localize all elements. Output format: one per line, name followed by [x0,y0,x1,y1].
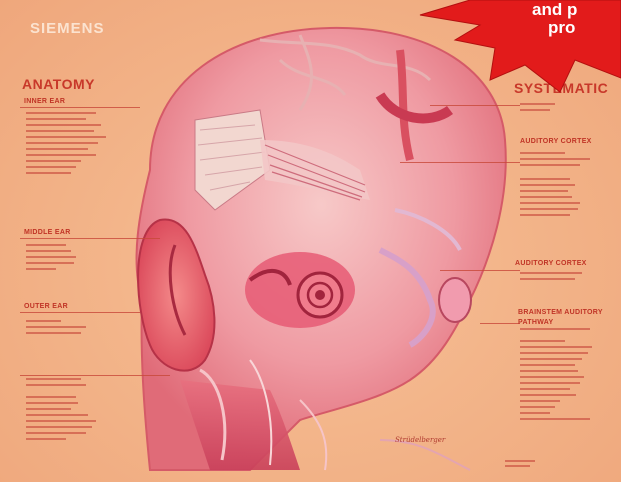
banner-text-line-2: pro [548,18,575,38]
banner-text-line-1: and p [532,0,577,20]
